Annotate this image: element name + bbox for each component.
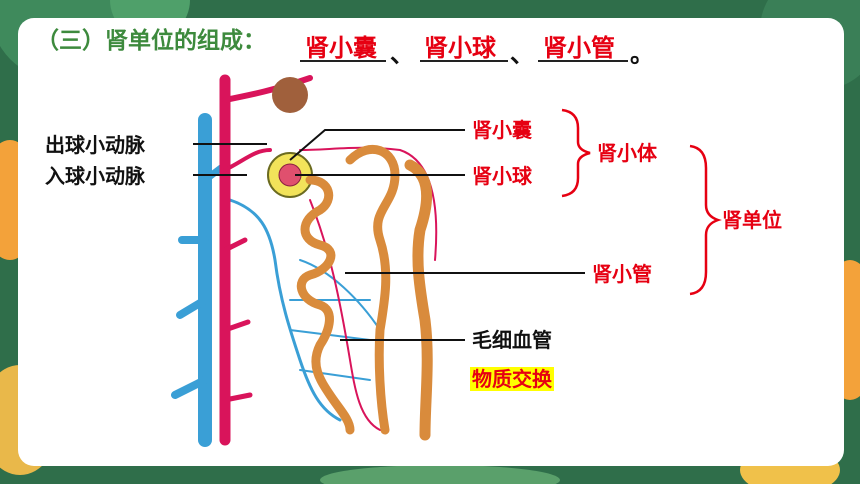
answer-underline	[538, 60, 628, 62]
answer-underline	[420, 60, 508, 62]
renal-capsule-label: 肾小囊	[472, 118, 532, 142]
efferent-arteriole-label: 出球小动脉	[45, 133, 145, 157]
tubule-illustration	[296, 144, 433, 441]
heading-end: 。	[630, 40, 654, 68]
answer-renal-tubule: 肾小管	[543, 34, 615, 62]
renal-tubule-label: 肾小管	[592, 262, 652, 286]
separator: 、	[510, 40, 534, 68]
nephron-label: 肾单位	[722, 208, 782, 232]
bracket-nephron	[689, 144, 722, 296]
capillary-label: 毛细血管	[472, 328, 552, 352]
kidney-tissue-illustration	[272, 77, 308, 113]
bracket-renal-corpuscle	[561, 108, 591, 198]
substance-exchange-label: 物质交换	[470, 367, 554, 391]
section-heading: （三）肾单位的组成：	[36, 28, 266, 54]
glomerulus-label: 肾小球	[472, 164, 532, 188]
separator: 、	[390, 40, 414, 68]
afferent-arteriole-label: 入球小动脉	[45, 164, 145, 188]
answer-underline	[300, 60, 386, 62]
renal-corpuscle-label: 肾小体	[597, 141, 657, 165]
leader-lines	[193, 129, 585, 341]
answer-glomerulus: 肾小球	[424, 34, 496, 62]
answer-renal-capsule: 肾小囊	[305, 34, 377, 62]
brackets	[561, 108, 722, 296]
